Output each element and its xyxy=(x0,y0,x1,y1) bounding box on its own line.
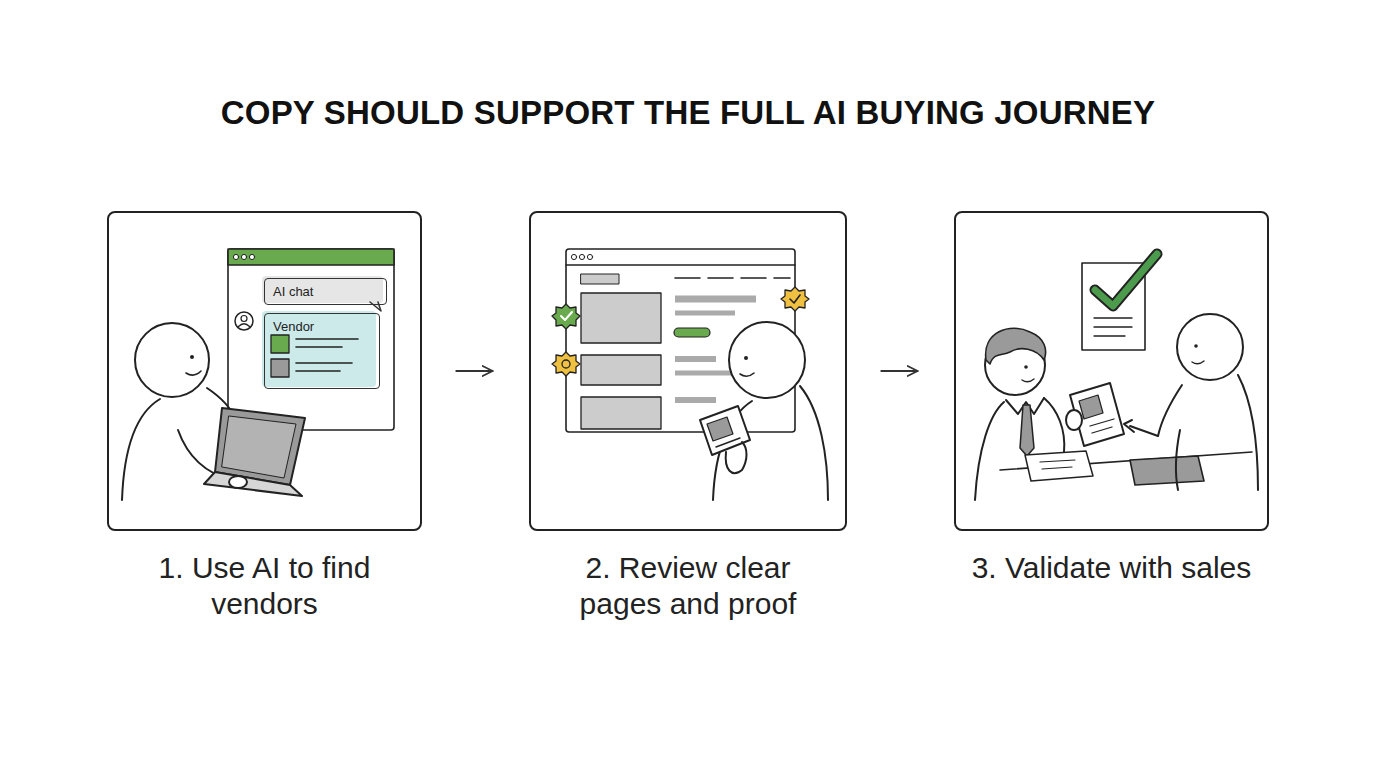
panel-three-art-stroke xyxy=(1020,405,1034,456)
panel-three-art-stroke xyxy=(1130,456,1204,485)
panel-one-art xyxy=(122,249,394,500)
panel-three-art-stroke xyxy=(1022,379,1034,382)
panel-two-art-stroke xyxy=(675,397,716,403)
panel-one-art-stroke xyxy=(271,359,289,377)
panel-two-art-stroke xyxy=(571,254,576,259)
panel-one-art-stroke xyxy=(186,371,201,375)
panel-two-art-stroke xyxy=(790,295,800,303)
flow-arrow xyxy=(456,370,492,372)
panel-one-art-stroke xyxy=(249,254,254,259)
panel-two-art-stroke xyxy=(674,328,710,337)
panel-three-art-stroke xyxy=(1040,460,1075,469)
panel-two-art-stroke xyxy=(561,312,572,320)
panel-one-art-stroke xyxy=(271,335,289,353)
panel-two-art-stroke xyxy=(552,304,580,329)
panel-three-art-stroke xyxy=(1094,317,1132,318)
panel-two-art-stroke xyxy=(781,287,809,311)
panel-one-art-stroke xyxy=(296,346,342,348)
panel-one-art-stroke xyxy=(296,362,352,364)
node-label: Vendor xyxy=(265,314,379,335)
panel-two-art-stroke xyxy=(740,373,754,376)
panel-three-art-stroke xyxy=(1025,451,1093,481)
panel-three-art-stroke xyxy=(1192,361,1204,364)
panel-three-art-stroke xyxy=(1194,344,1198,348)
step-panel: 2. Review clear pages and proof xyxy=(529,211,847,531)
panel-three-art-stroke xyxy=(975,402,1004,500)
panel-two-art-stroke xyxy=(729,322,805,398)
panel-two-art-stroke xyxy=(566,264,795,265)
panel-three-art-stroke xyxy=(1158,385,1182,436)
panel-two-art-stroke xyxy=(700,406,750,455)
vendor-card: Vendor xyxy=(264,313,380,389)
panel-three-art-stroke xyxy=(1066,410,1082,430)
panel-two-art-stroke xyxy=(675,277,790,279)
panel-two-art-stroke xyxy=(716,438,740,447)
panel-two-art-stroke xyxy=(562,360,570,368)
panel-two-art-stroke xyxy=(581,274,619,284)
panel-two-art-stroke xyxy=(675,356,716,362)
node-label: AI chat xyxy=(265,279,386,300)
panel-three-art-stroke xyxy=(1095,254,1157,306)
panel-two-art-stroke xyxy=(726,442,747,473)
panel-three-art-stroke xyxy=(1238,375,1258,490)
panel-three-art xyxy=(975,254,1258,500)
panel-two-art-stroke xyxy=(675,371,735,376)
panel-one-art-stroke xyxy=(233,254,238,259)
step-panel: AI chatVendor1. Use AI to find vendors xyxy=(107,211,422,531)
panel-one-art-stroke xyxy=(229,476,247,488)
panel-two-art-stroke xyxy=(581,355,661,385)
panel-two-art-stroke xyxy=(800,386,828,500)
panel-three-art-stroke xyxy=(1044,398,1064,452)
panel-one-art-stroke xyxy=(241,316,247,322)
panel-one-art-stroke xyxy=(296,370,340,372)
panel-one-art-stroke xyxy=(204,472,302,496)
panel-one-art-stroke xyxy=(370,302,381,311)
panel-three-art-stroke xyxy=(1094,335,1125,336)
panel-one-art-stroke xyxy=(239,324,250,327)
panel-one-art-stroke xyxy=(190,355,194,359)
panel-one-art-stroke xyxy=(241,254,246,259)
panel-one-art-stroke xyxy=(228,249,394,430)
panel-three-art-stroke xyxy=(986,328,1046,364)
panel-two-art xyxy=(552,249,828,500)
panel-two-art-stroke xyxy=(579,254,584,259)
panel-two-art-stroke xyxy=(707,417,733,441)
diagram-title: COPY SHOULD SUPPORT THE FULL AI BUYING J… xyxy=(0,94,1376,132)
panel-two-art-stroke xyxy=(744,356,748,360)
panel-one-art-stroke xyxy=(222,416,296,478)
panel-three-art-stroke xyxy=(1124,420,1134,432)
step-caption: 1. Use AI to find vendors xyxy=(125,550,405,622)
panel-one-art-stroke xyxy=(135,323,209,397)
panel-one-art-stroke xyxy=(235,312,253,330)
panel-one-art-stroke xyxy=(228,249,394,265)
step-panel: 3. Validate with sales xyxy=(954,211,1269,531)
panel-one-art-stroke xyxy=(122,399,160,500)
panel-three-art-stroke xyxy=(1177,314,1243,380)
panel-three-art-stroke xyxy=(1079,395,1103,419)
panel-two-art-stroke xyxy=(552,352,580,376)
panel-three-art-stroke xyxy=(1024,365,1028,369)
panel-two-art-stroke xyxy=(581,293,661,343)
panel-three-art-stroke xyxy=(1095,254,1157,306)
panel-one-art-stroke xyxy=(296,338,358,340)
flow-arrow xyxy=(881,370,917,372)
panel-two-art-stroke xyxy=(675,311,735,316)
panel-three-art-stroke xyxy=(1090,419,1114,433)
panel-three-art-stroke xyxy=(1176,430,1180,490)
panel-two-art-stroke xyxy=(581,397,661,429)
panel-two-art-stroke xyxy=(587,254,592,259)
step-caption: 2. Review clear pages and proof xyxy=(548,550,828,622)
step-caption: 3. Validate with sales xyxy=(972,550,1252,586)
panel-three-art-stroke xyxy=(1094,326,1132,327)
panel-two-art-stroke xyxy=(675,296,756,303)
chat-bubble: AI chat xyxy=(264,278,387,305)
